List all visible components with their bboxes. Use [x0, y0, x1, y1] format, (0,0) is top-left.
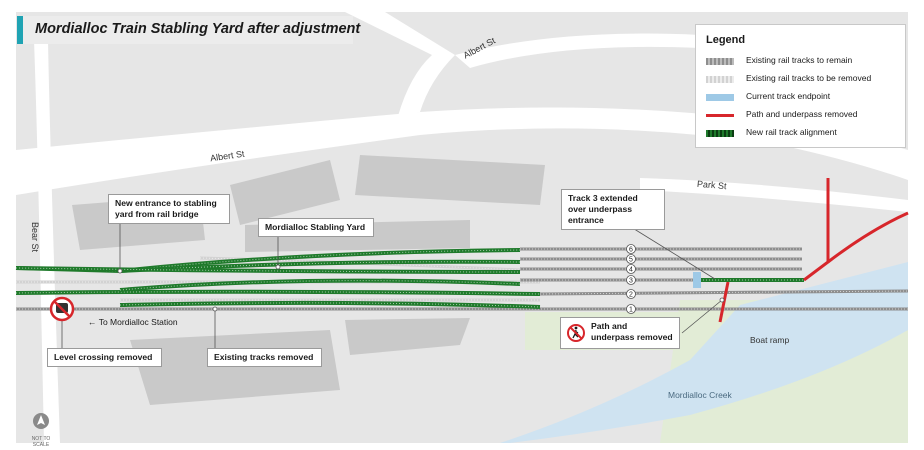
legend-swatch-removed-tracks: [706, 76, 734, 83]
label-creek: Mordialloc Creek: [668, 390, 732, 400]
track-number-label: 6: [629, 247, 633, 254]
callout-level-crossing: Level crossing removed: [47, 348, 162, 367]
track-number-marker: [626, 304, 636, 314]
not-to-scale-label: NOT TO SCALE: [31, 436, 51, 448]
new-track-ties: [119, 261, 521, 272]
callout-path-underpass: Path and underpass removed: [560, 317, 680, 349]
callout-path-underpass-label: Path and underpass removed: [591, 321, 673, 342]
callout-anchor: [117, 268, 123, 274]
legend-swatch-path-removed: [706, 114, 734, 117]
callout-anchor: [212, 306, 218, 312]
creek-water: [500, 262, 908, 443]
new-track-ties: [15, 267, 521, 273]
map-title-box: Mordialloc Train Stabling Yard after adj…: [17, 16, 360, 44]
removed-path-east: [827, 211, 909, 264]
track-number-marker: [626, 244, 636, 254]
legend-swatch-new-alignment: [706, 130, 734, 137]
track-number-marker: [626, 289, 636, 299]
legend-label: Current track endpoint: [746, 91, 831, 101]
callout-new-entrance: New entrance to stabling yard from rail …: [108, 194, 230, 224]
label-to-station: ← To Mordialloc Station: [88, 317, 178, 327]
track-number-label: 1: [629, 307, 633, 314]
no-pedestrian-icon: [567, 324, 585, 342]
albert-st-east-road: [455, 33, 700, 68]
park-st-road: [640, 178, 908, 212]
legend: Legend Existing rail tracks to remain Ex…: [695, 24, 906, 148]
legend-swatch-existing-tracks: [706, 58, 734, 65]
current-track-endpoint: [693, 272, 701, 288]
track-number-marker: [626, 275, 636, 285]
removed-underpass: [718, 281, 730, 323]
map-title: Mordialloc Train Stabling Yard after adj…: [35, 21, 361, 37]
legend-item-existing-tracks: Existing rail tracks to remain: [706, 55, 901, 69]
legend-title: Legend: [706, 34, 746, 46]
existing-track-2-ties: [539, 290, 909, 295]
legend-item-new-alignment: New rail track alignment: [706, 127, 901, 141]
track-number-label: 3: [629, 278, 633, 285]
track-number-label: 2: [629, 292, 633, 299]
new-track: [15, 289, 541, 296]
albert-st-north-road: [345, 12, 455, 116]
new-track-ties: [119, 302, 541, 308]
legend-item-path-removed: Path and underpass removed: [706, 109, 901, 123]
bear-st-road: [34, 40, 60, 443]
label-boat-ramp: Boat ramp: [750, 335, 790, 345]
track-number-label: 4: [629, 267, 633, 274]
level-crossing-strike: [53, 300, 71, 318]
north-arrow-icon: [33, 413, 49, 429]
legend-swatch-track-endpoint: [706, 94, 734, 101]
legend-item-removed-tracks: Existing rail tracks to be removed: [706, 73, 901, 87]
legend-label: Existing rail tracks to remain: [746, 55, 853, 65]
map-markers: 6 5 4 3 2 1: [49, 178, 909, 348]
legend-label: New rail track alignment: [746, 127, 837, 137]
track-number-marker: [626, 254, 636, 264]
track-number-label: 5: [629, 257, 633, 264]
north-arrow: NOT TO SCALE: [30, 411, 52, 448]
new-track: [119, 278, 521, 292]
callout-anchor: [719, 297, 725, 303]
callout-leader: [681, 299, 723, 334]
callout-anchor: [275, 264, 281, 270]
track-number-marker: [626, 264, 636, 274]
street-label-bear-st: Bear St: [30, 222, 40, 253]
legend-label: Existing rail tracks to be removed: [746, 73, 872, 83]
callout-existing-tracks: Existing tracks removed: [207, 348, 322, 367]
legend-label: Path and underpass removed: [746, 109, 858, 119]
albert-st-road: [16, 107, 908, 195]
callout-track3: Track 3 extended over underpass entrance: [561, 189, 665, 230]
callout-stabling-yard: Mordialloc Stabling Yard: [258, 218, 374, 237]
legend-item-track-endpoint: Current track endpoint: [706, 91, 901, 105]
label-to-station-text: To Mordialloc Station: [98, 317, 178, 327]
rail-tracks: [15, 247, 909, 311]
